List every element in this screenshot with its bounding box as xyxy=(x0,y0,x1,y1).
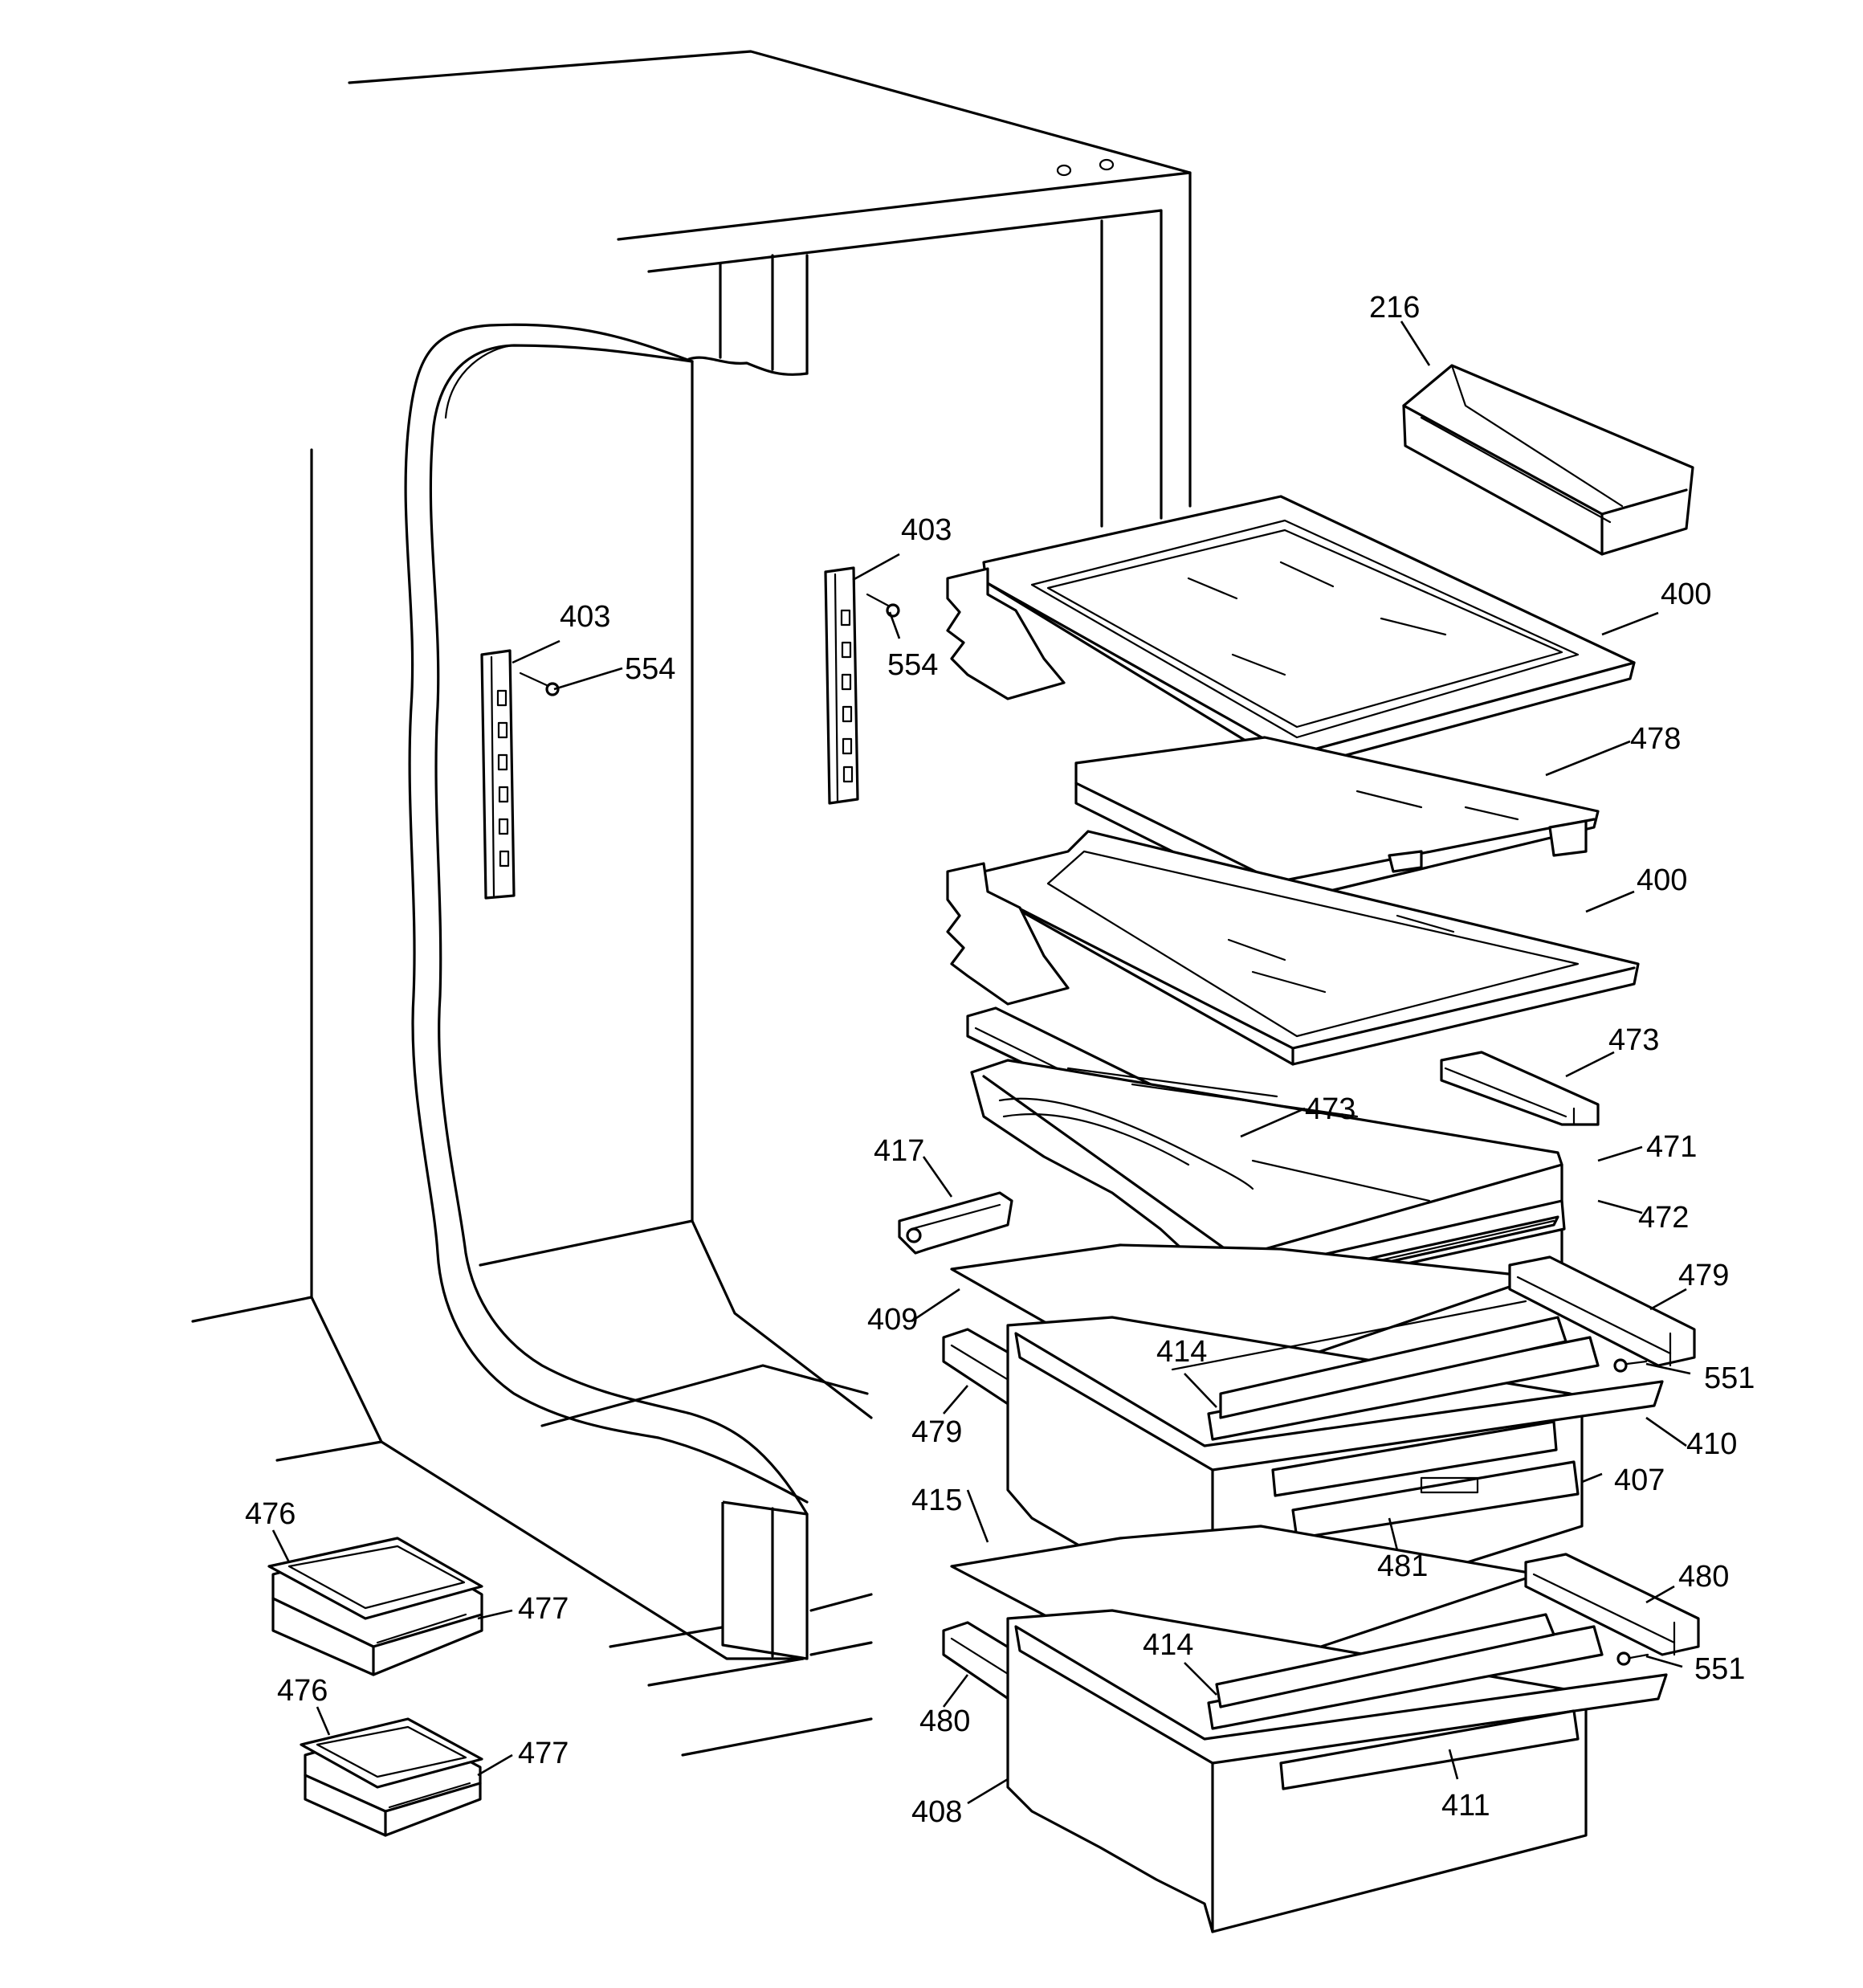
callout-480-right: 480 xyxy=(1678,1560,1729,1594)
leader-lines xyxy=(271,320,1691,1805)
callout-414-upper: 414 xyxy=(1156,1335,1207,1369)
callout-411: 411 xyxy=(1441,1789,1490,1823)
callout-400-top: 400 xyxy=(1661,578,1711,611)
callout-471: 471 xyxy=(1646,1130,1697,1164)
callout-479-left: 479 xyxy=(911,1415,962,1449)
callout-477-upper: 477 xyxy=(518,1592,569,1626)
callout-407: 407 xyxy=(1614,1463,1665,1497)
glass-shelf-top xyxy=(946,495,1636,771)
callout-410: 410 xyxy=(1686,1427,1737,1461)
shelf-standard-left xyxy=(480,649,516,900)
shelf-screw-right xyxy=(866,593,900,618)
callout-551-lower: 551 xyxy=(1694,1652,1745,1686)
callout-417: 417 xyxy=(874,1134,924,1168)
callout-476-upper: 476 xyxy=(245,1497,296,1531)
callout-480-left: 480 xyxy=(919,1704,970,1738)
callout-403-right: 403 xyxy=(901,513,952,547)
callout-414-lower: 414 xyxy=(1143,1628,1193,1662)
callout-473-right: 473 xyxy=(1608,1023,1659,1057)
drawer-screw-lower xyxy=(1616,1651,1649,1666)
callout-554-right: 554 xyxy=(887,648,938,682)
door-bin xyxy=(1402,364,1694,556)
callout-477-lower: 477 xyxy=(518,1737,569,1770)
snack-pan-upper xyxy=(267,1537,483,1676)
callout-415: 415 xyxy=(911,1484,962,1517)
callout-labels: 216 400 403 554 403 554 478 400 473 473 … xyxy=(245,291,1755,1829)
callout-472: 472 xyxy=(1638,1201,1689,1235)
callout-400-second: 400 xyxy=(1637,863,1687,897)
shelf-standard-right xyxy=(824,566,859,805)
callout-408: 408 xyxy=(911,1795,962,1829)
callout-481: 481 xyxy=(1377,1549,1428,1583)
snack-pan-lower xyxy=(300,1717,483,1837)
callout-479-right: 479 xyxy=(1678,1259,1729,1292)
shelf-screw-left xyxy=(519,672,560,696)
callout-403-left: 403 xyxy=(560,600,610,634)
callout-478: 478 xyxy=(1630,722,1681,756)
callout-476-lower: 476 xyxy=(277,1674,328,1708)
drawer-slide-right-upper xyxy=(1508,1255,1696,1367)
drawer-screw-upper xyxy=(1613,1358,1648,1373)
refrigerator-cabinet xyxy=(191,50,1192,1757)
callout-473-left: 473 xyxy=(1305,1092,1355,1126)
crisper-rail-right xyxy=(1440,1051,1600,1126)
callout-551-upper: 551 xyxy=(1704,1361,1755,1395)
callout-216: 216 xyxy=(1369,291,1420,325)
drawer-slide-right-lower xyxy=(1524,1553,1700,1656)
glass-shelf-second xyxy=(946,830,1640,1066)
callout-554-left: 554 xyxy=(625,652,675,686)
pan-rail-left xyxy=(898,1191,1013,1255)
callout-409: 409 xyxy=(867,1303,918,1337)
vegetable-drawer xyxy=(942,1609,1668,1933)
